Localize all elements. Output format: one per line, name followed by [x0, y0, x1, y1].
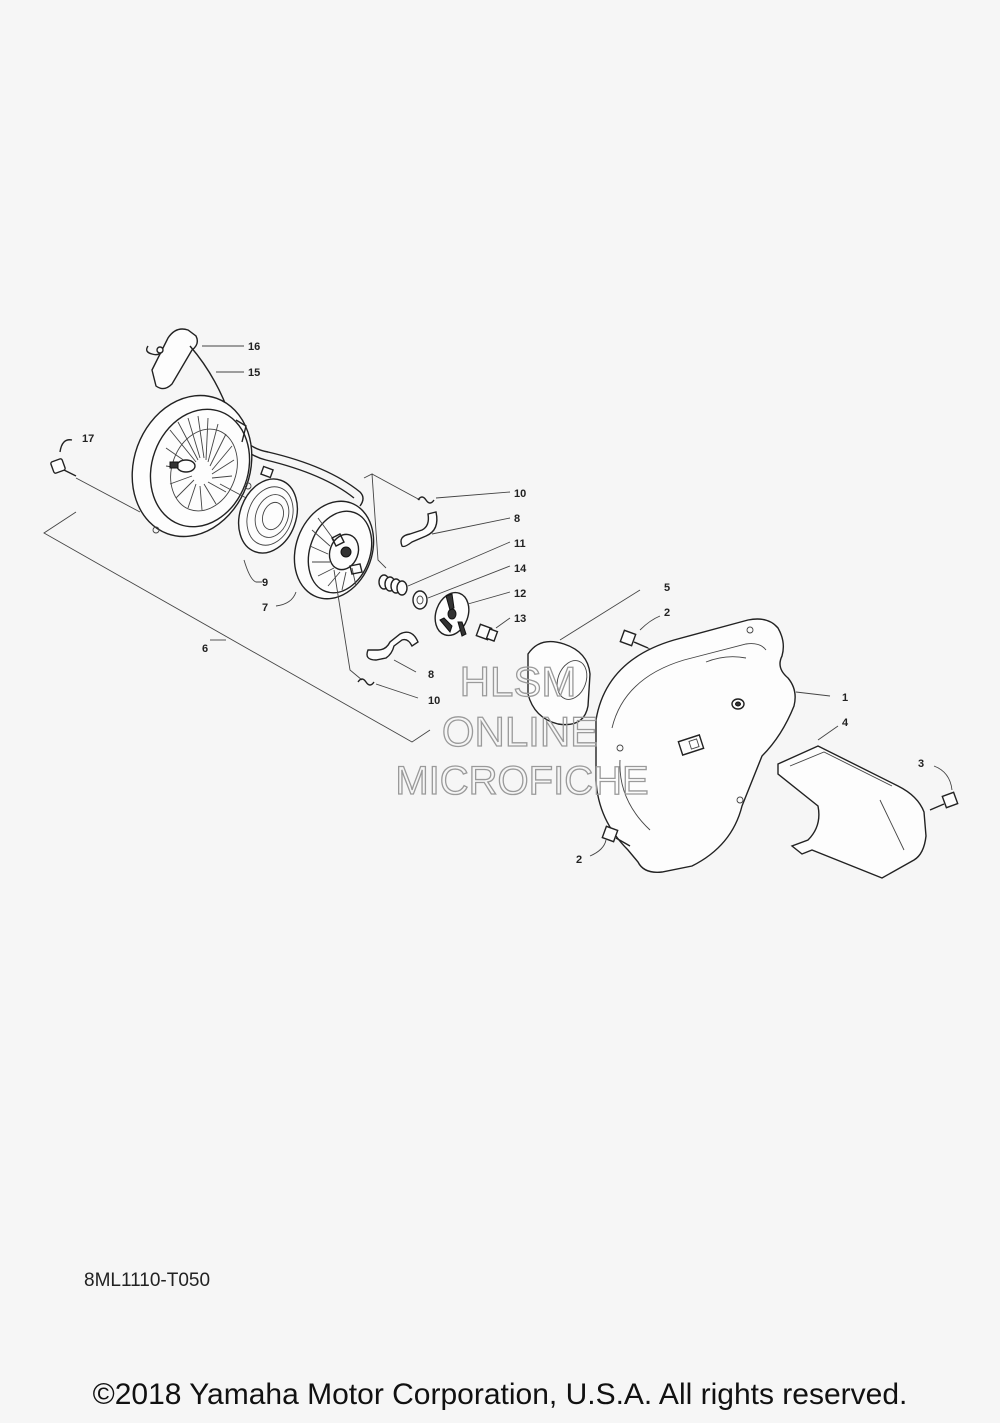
callout-10-upper: 10 — [514, 488, 526, 500]
watermark-line-1: HLSM — [460, 658, 577, 705]
callout-16: 16 — [248, 341, 260, 353]
callout-10-lower: 10 — [428, 695, 440, 707]
recoil-spring-9 — [237, 465, 299, 583]
group-6-bracket — [43, 511, 431, 743]
starter-housing — [131, 394, 253, 538]
callout-15: 15 — [248, 367, 260, 379]
ratchet-plate-12 — [434, 591, 511, 637]
watermark: HLSM ONLINE MICROFICHE — [395, 657, 650, 803]
washer-14 — [412, 565, 511, 610]
callout-6: 6 — [202, 643, 208, 655]
callout-3: 3 — [918, 758, 924, 770]
callout-1: 1 — [842, 692, 848, 704]
watermark-line-3: MICROFICHE — [395, 759, 648, 803]
fan-housing-1 — [595, 618, 831, 873]
return-spring-11 — [378, 541, 511, 596]
callout-labels: 16 15 17 10 8 11 14 12 13 5 2 9 7 6 8 10… — [82, 341, 924, 866]
rope-reel-7 — [275, 500, 375, 607]
callout-5: 5 — [664, 582, 670, 594]
starter-pulley-5 — [527, 589, 641, 726]
callout-2-upper: 2 — [664, 607, 670, 619]
callout-14: 14 — [514, 563, 527, 575]
watermark-line-2: ONLINE — [442, 708, 598, 755]
pawl-bracket — [333, 473, 421, 681]
callout-9: 9 — [262, 577, 268, 589]
bolt-3 — [929, 765, 959, 811]
callout-8-upper: 8 — [514, 513, 520, 525]
callout-7: 7 — [262, 602, 268, 614]
diagram-code: 8ML1110-T050 — [84, 1270, 211, 1291]
callout-11: 11 — [514, 538, 526, 550]
bolt-13 — [475, 617, 511, 642]
bolt-2-lower — [589, 825, 631, 857]
callout-12: 12 — [514, 588, 526, 600]
callout-8-lower: 8 — [428, 669, 434, 681]
copyright-notice: ©2018 Yamaha Motor Corporation, U.S.A. A… — [92, 1378, 908, 1411]
callout-4: 4 — [842, 717, 849, 729]
pawl-8-lower — [366, 631, 419, 673]
callout-2-lower: 2 — [576, 854, 582, 866]
bolt-17 — [50, 439, 141, 513]
pawl-spring-10-lower — [357, 678, 419, 699]
pawl-8-upper — [400, 511, 511, 548]
callout-13: 13 — [514, 613, 526, 625]
callout-17: 17 — [82, 433, 94, 445]
air-duct-4 — [777, 725, 927, 879]
pawl-spring-10-upper — [417, 491, 511, 504]
